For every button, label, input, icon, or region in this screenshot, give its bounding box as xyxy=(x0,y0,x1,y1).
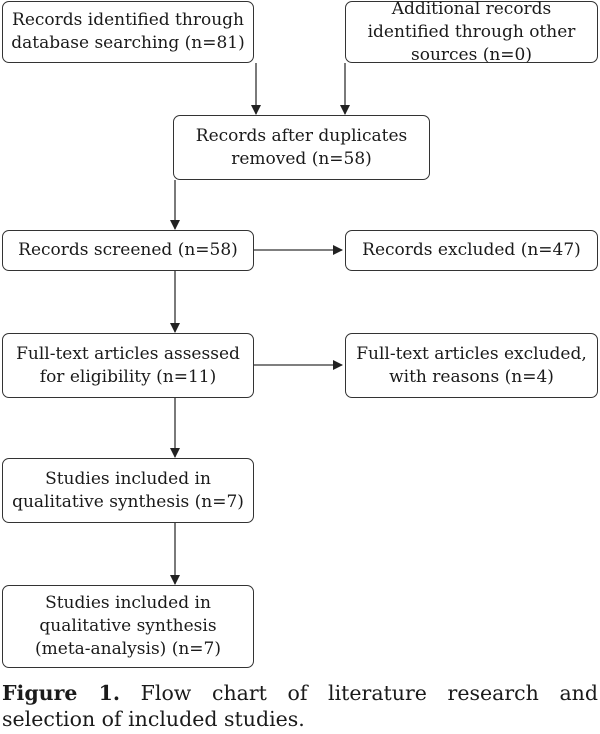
figure-caption-text: Flow chart of literature research and se… xyxy=(2,681,598,731)
records-excluded-box: Records excluded (n=47) xyxy=(345,230,598,271)
records-screened-text: Records screened (n=58) xyxy=(18,240,238,260)
records-identified-database-box: Records identified through database sear… xyxy=(2,1,254,63)
fulltext-assessed-box: Full-text articles assessed for eligibil… xyxy=(2,333,254,398)
quantitative-synthesis-text: Studies included in qualitative synthesi… xyxy=(35,593,221,659)
records-excluded-text: Records excluded (n=47) xyxy=(362,240,581,260)
qualitative-synthesis-text: Studies included in qualitative synthesi… xyxy=(12,468,244,512)
quantitative-synthesis-box: Studies included in qualitative synthesi… xyxy=(2,585,254,668)
qualitative-synthesis-box: Studies included in qualitative synthesi… xyxy=(2,458,254,523)
records-after-duplicates-text: Records after duplicates removed (n=58) xyxy=(195,125,408,169)
records-after-duplicates-box: Records after duplicates removed (n=58) xyxy=(173,115,430,180)
records-identified-other-text: Additional records identified through ot… xyxy=(367,0,576,65)
records-identified-database-text: Records identified through database sear… xyxy=(11,10,245,53)
figure-caption-label: Figure 1. xyxy=(2,681,121,705)
fulltext-assessed-text: Full-text articles assessed for eligibil… xyxy=(16,343,240,387)
figure-caption: Figure 1. Flow chart of literature resea… xyxy=(2,680,598,732)
fulltext-excluded-text: Full-text articles excluded, with reason… xyxy=(356,343,587,387)
records-screened-box: Records screened (n=58) xyxy=(2,230,254,271)
records-identified-other-box: Additional records identified through ot… xyxy=(345,0,598,65)
fulltext-excluded-box: Full-text articles excluded, with reason… xyxy=(345,333,598,398)
